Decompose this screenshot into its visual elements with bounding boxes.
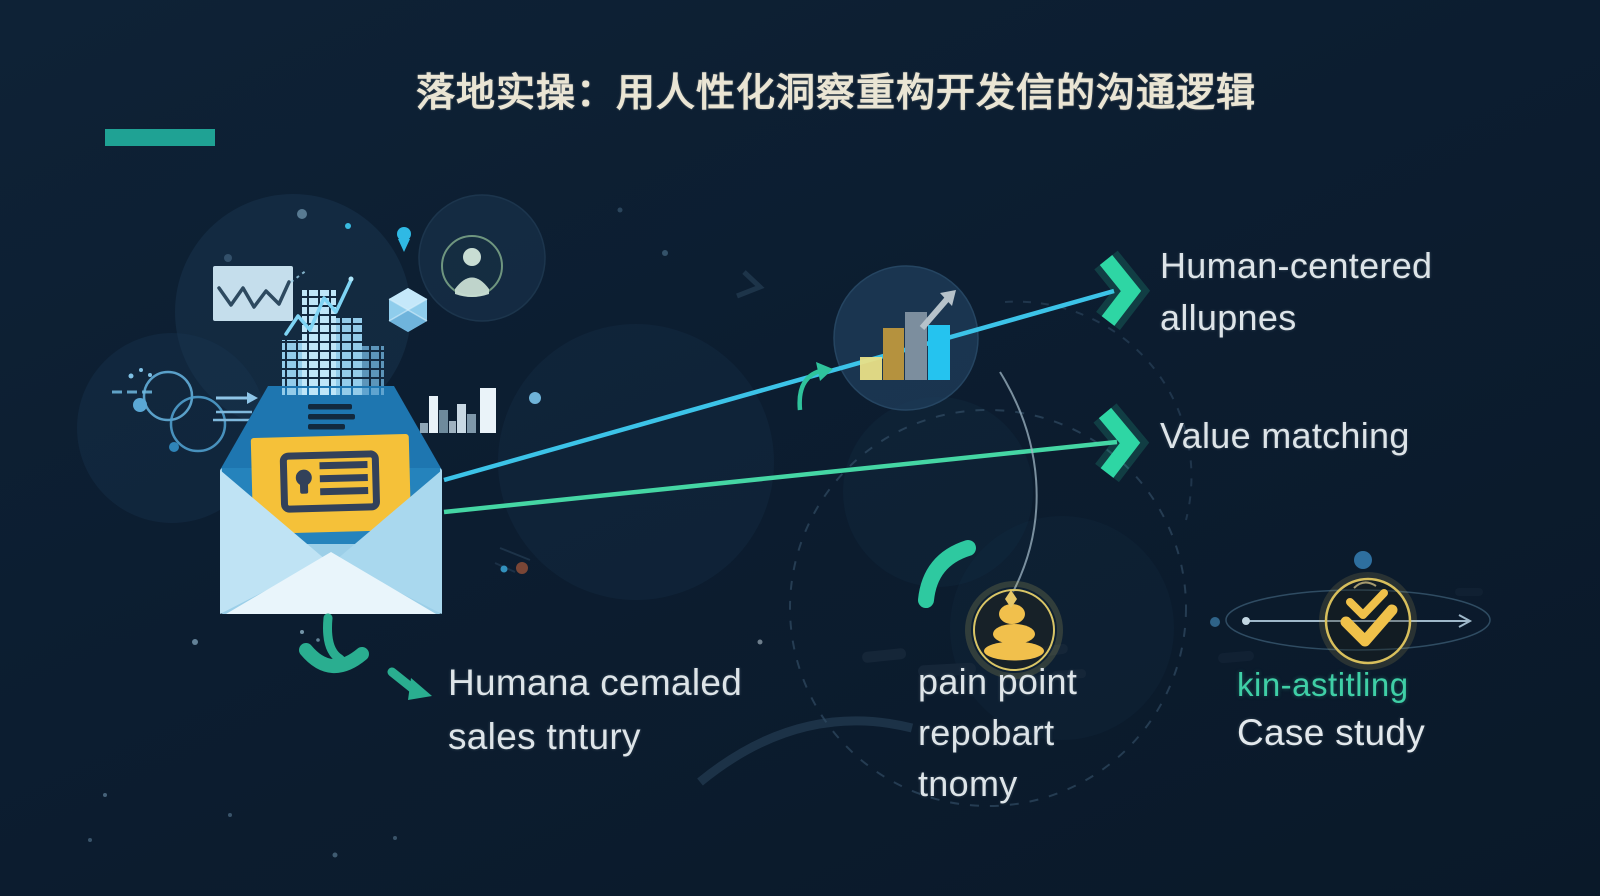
process-circles-icon: [112, 368, 258, 453]
label-line: repobart: [918, 712, 1055, 753]
page-title: 落地实操：用人性化洞察重构开发信的沟通逻辑: [415, 72, 1257, 115]
label-line: Case study: [1237, 712, 1426, 753]
teal-curved-band: [918, 540, 976, 608]
flow-lines: [443, 288, 1118, 515]
label-humanized-email: Humana cemaled sales tntury: [448, 656, 742, 764]
mini-bar-chart-icon: [420, 388, 496, 433]
label-line: kin-astitling: [1237, 666, 1409, 703]
envelope-illustration: [220, 276, 442, 614]
ghost-sketch-marks: [494, 270, 914, 786]
title-accent-bar: [105, 129, 215, 146]
label-pain-point: pain point repobart tnomy: [918, 656, 1077, 809]
curved-teal-arrows: [299, 613, 432, 700]
label-line: Humana cemaled: [448, 662, 743, 703]
label-line: Human-centered: [1160, 245, 1433, 286]
flap-text-lines: [308, 404, 355, 430]
flow-line-to-human-centered: [443, 288, 1115, 483]
label-line: sales tntury: [448, 716, 641, 757]
connector-curve: [999, 371, 1038, 593]
label-human-centered: Human-centered allupnes: [1160, 240, 1432, 344]
dashed-arc-paths: [789, 300, 1193, 807]
bar-chart-growth-icon: [860, 290, 956, 380]
gem-polygon-icon: [388, 288, 428, 332]
label-line: allupnes: [1160, 297, 1297, 338]
growth-line: [284, 278, 353, 336]
label-case-study: kin-astitling Case study: [1237, 662, 1425, 758]
flow-line-to-value-matching: [443, 439, 1118, 515]
arrowhead-bottom: [1098, 407, 1141, 478]
label-line: Value matching: [1160, 415, 1410, 456]
stacked-stones-icon: [918, 371, 1063, 679]
label-line: tnomy: [918, 763, 1018, 804]
label-value-matching: Value matching: [1160, 410, 1410, 462]
check-orbit-icon: [1225, 551, 1491, 670]
arrowhead-top: [1099, 254, 1142, 326]
teal-arrowheads: [1093, 250, 1151, 483]
label-line: pain point: [918, 661, 1078, 702]
id-card: [250, 434, 412, 534]
person-avatar-icon: [441, 235, 503, 297]
scatter-dots: [88, 207, 1220, 858]
line-chart-panel-icon: [213, 254, 308, 321]
bokeh-background-circles: [77, 194, 1174, 740]
teal-hook-arrow: [797, 362, 833, 411]
